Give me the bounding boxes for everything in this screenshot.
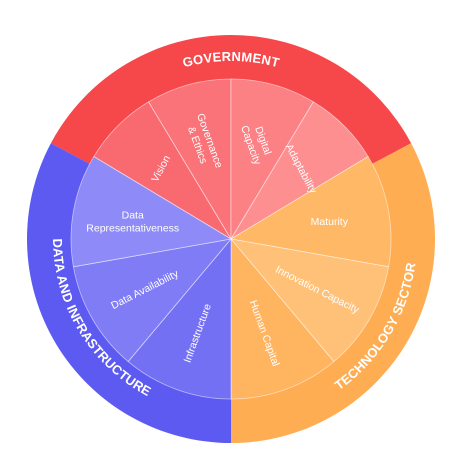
sector-technology-1 <box>229 238 390 363</box>
sector-data-1 <box>72 238 233 363</box>
pillar-band-technology <box>231 143 435 444</box>
sector-data-0 <box>127 237 232 400</box>
sector-technology-2 <box>230 237 335 400</box>
inner-sectors <box>70 78 392 400</box>
sector-technology-0 <box>229 156 392 268</box>
pillar-band-government <box>50 35 412 165</box>
pillar-band-data <box>26 143 231 444</box>
sector-data-2 <box>70 156 233 268</box>
sector-government-2 <box>230 78 314 241</box>
sector-label-technology-0: Maturity <box>311 216 349 228</box>
outer-ring <box>26 35 435 444</box>
pillar-label-government: GOVERNMENT <box>181 49 281 70</box>
sector-government-1 <box>148 78 232 241</box>
